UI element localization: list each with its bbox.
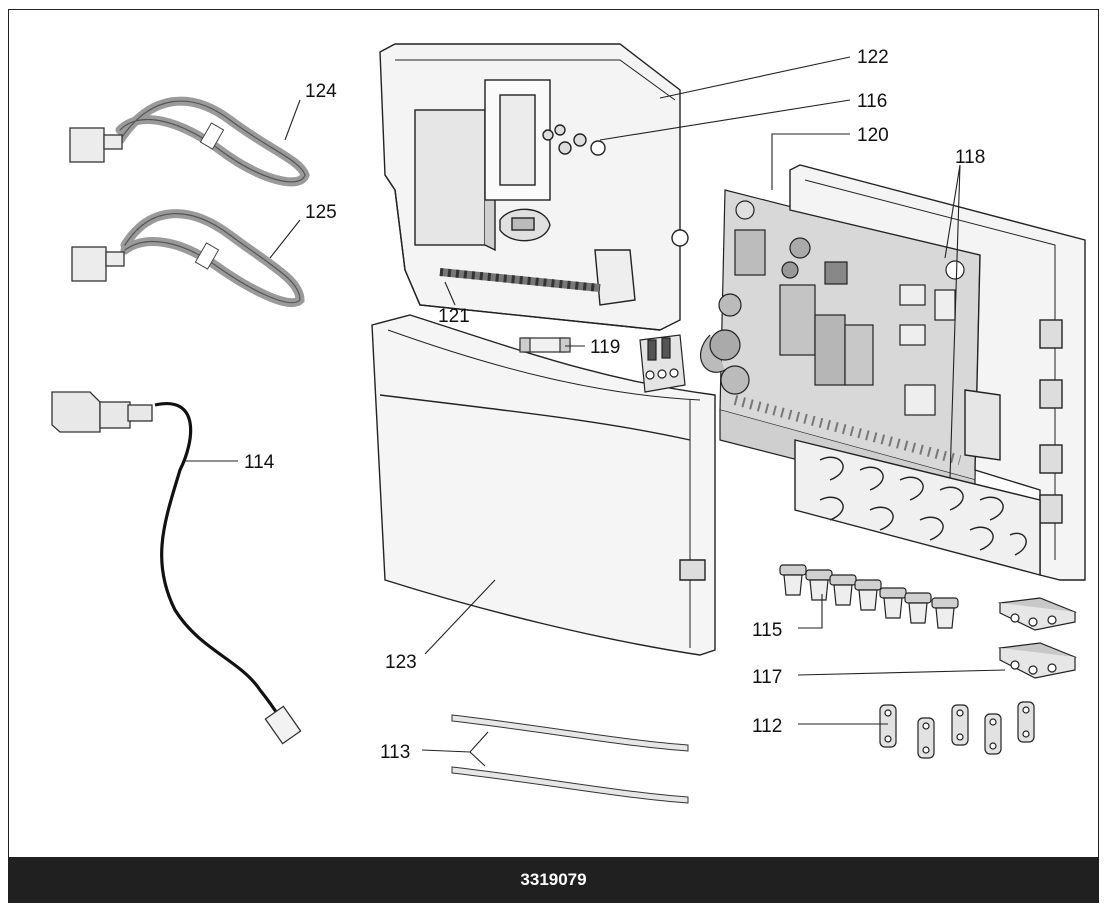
callout-113: 113 [380, 742, 410, 763]
drawing-number-bar: 3319079 [8, 857, 1099, 903]
grommets-115 [779, 564, 959, 629]
drawing-number: 3319079 [520, 870, 587, 889]
callout-118: 118 [955, 147, 985, 168]
cable-124 [115, 96, 310, 187]
callout-119: 119 [590, 337, 620, 358]
callout-117: 117 [752, 667, 782, 688]
callout-124: 124 [305, 81, 337, 102]
callout-112: 112 [752, 716, 782, 737]
terminal-strip-121 [439, 268, 601, 292]
callout-123: 123 [385, 652, 417, 673]
cable-125-plug [71, 246, 125, 282]
callout-116: 116 [857, 91, 887, 112]
rods-113 [451, 714, 689, 804]
callout-122: 122 [857, 47, 889, 68]
housing-top-part [379, 43, 689, 331]
front-cover-123 [371, 314, 716, 656]
multi-grommets-117 [997, 597, 1078, 679]
clamps-112 [879, 701, 1035, 759]
terminal-block [639, 334, 686, 393]
cable-124-plug [69, 127, 123, 163]
callout-125: 125 [305, 202, 337, 223]
fuse-119 [519, 337, 571, 353]
sensor-cable-114 [51, 391, 302, 745]
callout-120: 120 [857, 125, 889, 146]
cable-125 [120, 209, 305, 308]
callout-121: 121 [438, 306, 470, 327]
base-housing [789, 164, 1086, 581]
leader-lines [185, 56, 1006, 767]
callout-115: 115 [752, 620, 782, 641]
callout-114: 114 [244, 452, 275, 473]
